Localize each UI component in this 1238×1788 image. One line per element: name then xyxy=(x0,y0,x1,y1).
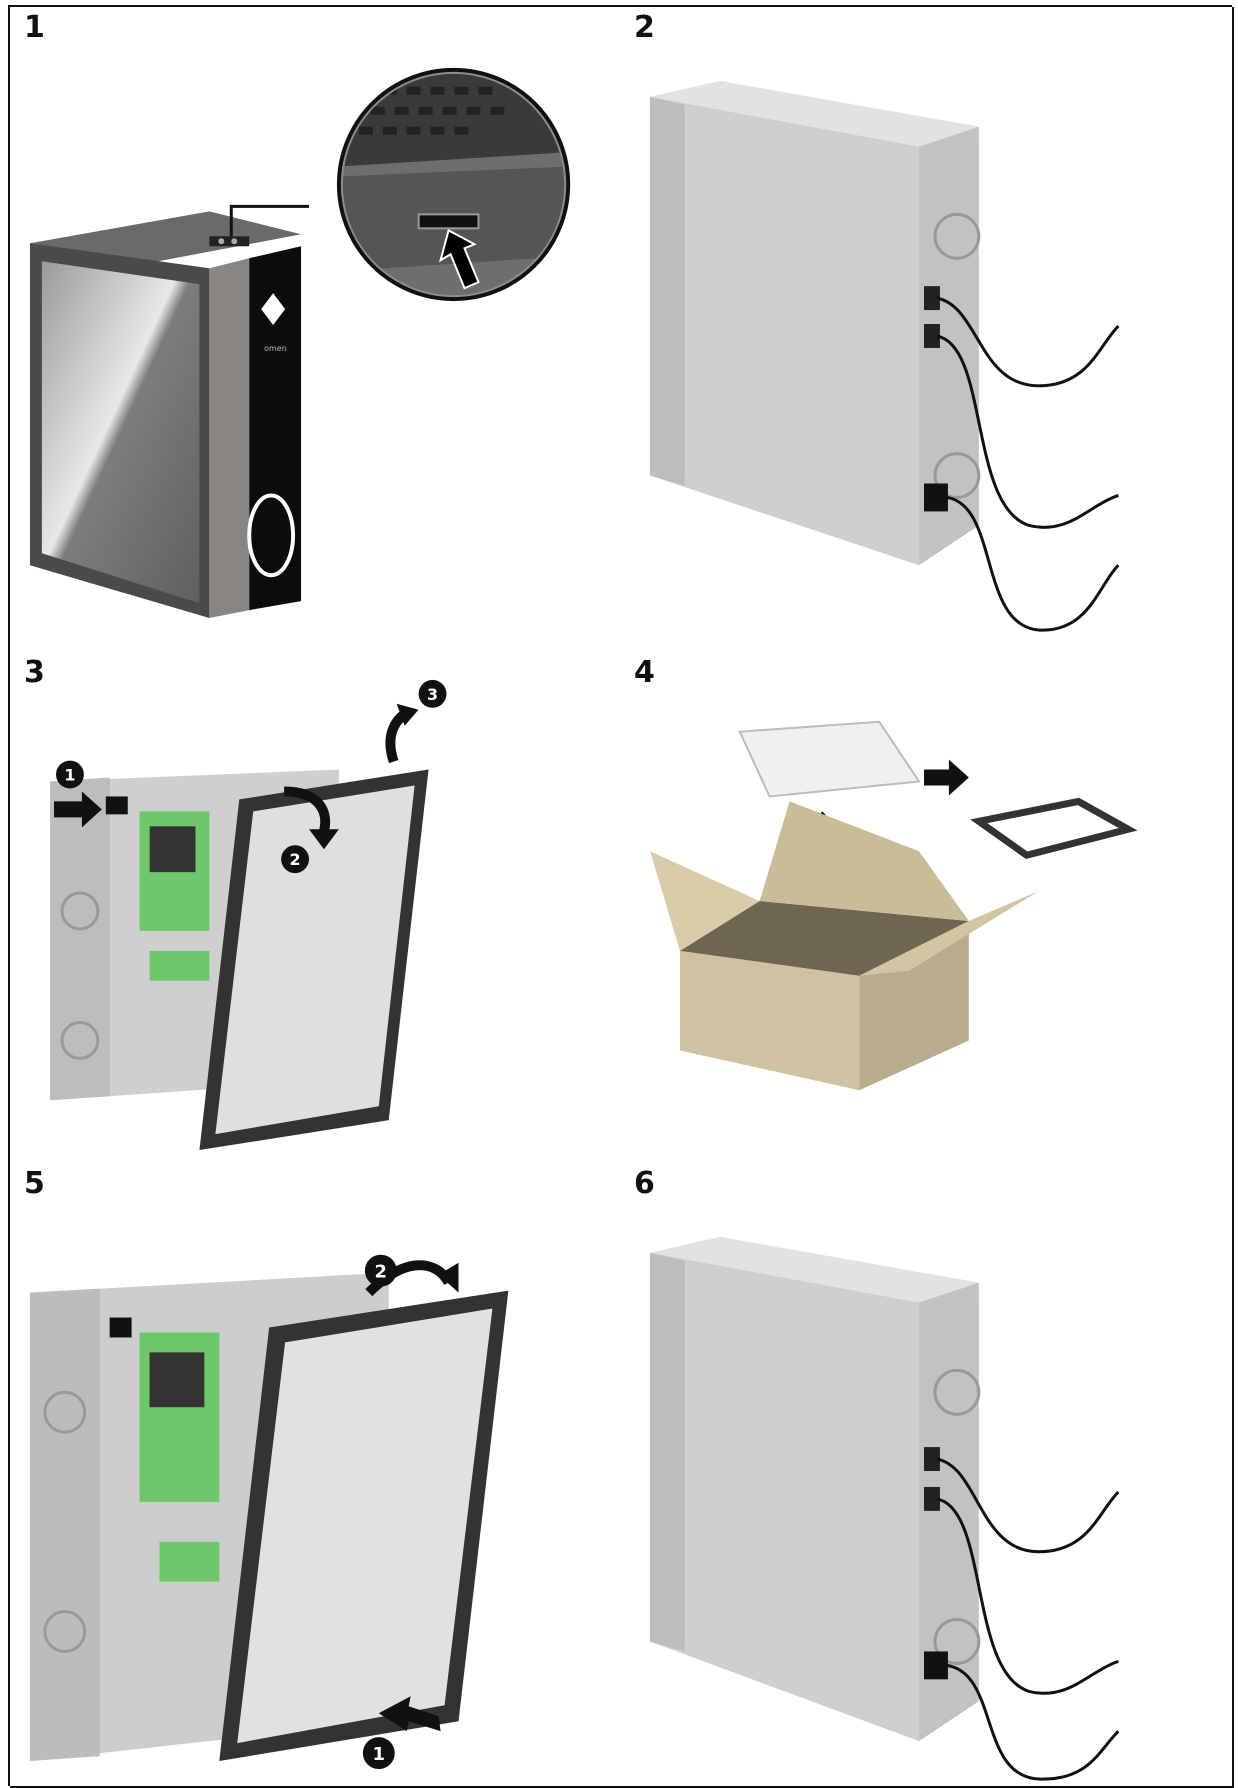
step-number: 2 xyxy=(634,13,655,43)
svg-text:2: 2 xyxy=(290,850,301,869)
instruction-grid: omen xyxy=(8,5,1232,1786)
step-number: 3 xyxy=(24,658,45,688)
step-1-panel: omen xyxy=(10,7,622,654)
step-3-panel: 1 2 3 3 xyxy=(10,652,622,1165)
step-number: 1 xyxy=(24,13,45,43)
svg-text:1: 1 xyxy=(64,765,75,784)
step-4-illustration xyxy=(620,652,1232,1163)
step-2-illustration xyxy=(620,7,1232,652)
svg-text:3: 3 xyxy=(427,685,438,704)
logo-text: omen xyxy=(264,344,287,353)
bag-icon xyxy=(740,722,919,797)
step-number: 6 xyxy=(634,1169,655,1199)
step-4-panel: 4 xyxy=(620,652,1234,1165)
svg-text:1: 1 xyxy=(373,1744,385,1765)
callout-3: 3 xyxy=(419,680,447,708)
zoom-detail xyxy=(339,67,578,306)
callout-1: 1 xyxy=(56,761,84,789)
step-number: 4 xyxy=(634,658,655,688)
step-6-panel: 6 xyxy=(620,1163,1234,1788)
step-3-illustration: 1 2 3 xyxy=(10,652,620,1163)
callout-2: 2 xyxy=(281,845,309,873)
step-5-illustration: 1 2 xyxy=(10,1163,620,1786)
step-2-panel: 2 xyxy=(620,7,1234,654)
callout-1: 1 xyxy=(363,1737,395,1769)
right-arrow-icon xyxy=(924,760,969,796)
step-6-illustration xyxy=(620,1163,1232,1786)
replacement-panel-icon xyxy=(979,801,1128,855)
svg-text:2: 2 xyxy=(375,1262,387,1283)
callout-2: 2 xyxy=(365,1255,397,1287)
step-5-panel: 1 2 5 xyxy=(10,1163,622,1788)
step-1-illustration: omen xyxy=(10,7,620,652)
step-number: 5 xyxy=(24,1169,45,1199)
